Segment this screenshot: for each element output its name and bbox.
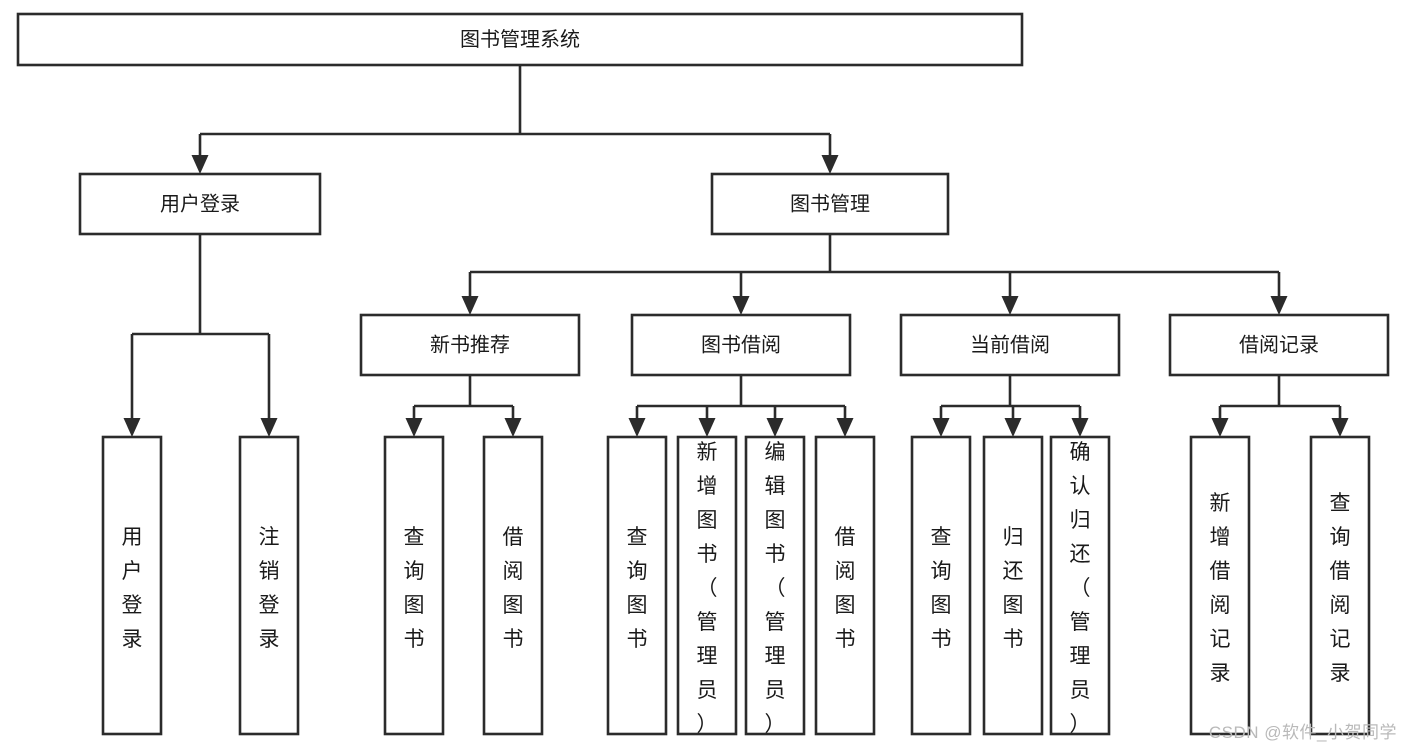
node-current-borrow-label: 当前借阅 <box>970 333 1050 356</box>
node-current-borrow-rect[interactable] <box>899 313 1121 377</box>
node-leaf-rec-add-label: 新增借阅记录 <box>1210 492 1231 685</box>
node-book-manage-label: 图书管理 <box>790 192 870 215</box>
node-new-book-rec[interactable]: 新书推荐 <box>359 313 581 377</box>
link-borrow-record-leaf-rec-add-arrowhead <box>1211 418 1229 437</box>
link-current-borrow-leaf-cur-query-arrowhead <box>932 418 950 437</box>
link-book-borrow-leaf-borrow-do-arrowhead <box>836 418 854 437</box>
node-leaf-rec-query-label: 查询图书 <box>404 526 425 651</box>
link-book-manage-book-borrow-arrowhead <box>732 296 750 315</box>
link-book-manage-current-borrow-arrowhead <box>1001 296 1019 315</box>
node-leaf-borrow-do[interactable]: 借阅图书 <box>814 435 876 736</box>
node-leaf-rec-query[interactable]: 查询图书 <box>383 435 445 736</box>
node-leaf-cur-confirm-label: 确认归还（管理员） <box>1070 441 1091 736</box>
node-root-rect[interactable] <box>16 12 1024 67</box>
node-current-borrow[interactable]: 当前借阅 <box>899 313 1121 377</box>
node-leaf-borrow-edit[interactable]: 编辑图书（管理员） <box>744 435 806 736</box>
node-user-login-label: 用户登录 <box>160 192 240 215</box>
node-leaf-cur-return-rect[interactable] <box>982 435 1044 736</box>
node-leaf-borrow-add-rect[interactable] <box>676 435 738 736</box>
node-user-login[interactable]: 用户登录 <box>78 172 322 236</box>
node-leaf-cur-confirm-rect[interactable] <box>1049 435 1111 736</box>
link-user-login-leaf-user-logout-arrowhead <box>260 418 278 437</box>
link-book-borrow-leaf-borrow-add-arrowhead <box>698 418 716 437</box>
node-leaf-cur-query-rect[interactable] <box>910 435 972 736</box>
node-leaf-cur-return[interactable]: 归还图书 <box>982 435 1044 736</box>
node-leaf-borrow-edit-label: 编辑图书（管理员） <box>765 441 786 736</box>
node-leaf-rec-query-rect[interactable] <box>383 435 445 736</box>
watermark-text: CSDN @软件_小贺同学 <box>1208 723 1397 742</box>
node-leaf-cur-query[interactable]: 查询图书 <box>910 435 972 736</box>
node-leaf-rec-query2-rect[interactable] <box>1309 435 1371 736</box>
node-borrow-record[interactable]: 借阅记录 <box>1168 313 1390 377</box>
node-leaf-borrow-do-rect[interactable] <box>814 435 876 736</box>
link-user-login-leaf-user-login-arrowhead <box>123 418 141 437</box>
node-new-book-rec-label: 新书推荐 <box>430 333 510 356</box>
node-leaf-borrow-edit-rect[interactable] <box>744 435 806 736</box>
node-new-book-rec-rect[interactable] <box>359 313 581 377</box>
link-book-borrow-leaf-borrow-query-arrowhead <box>628 418 646 437</box>
node-book-manage[interactable]: 图书管理 <box>710 172 950 236</box>
node-book-manage-rect[interactable] <box>710 172 950 236</box>
connector-layer <box>123 65 1349 437</box>
node-leaf-user-login-rect[interactable] <box>101 435 163 736</box>
node-leaf-borrow-query-rect[interactable] <box>606 435 668 736</box>
node-book-borrow-label: 图书借阅 <box>701 333 781 356</box>
node-borrow-record-rect[interactable] <box>1168 313 1390 377</box>
node-leaf-cur-query-label: 查询图书 <box>931 526 952 651</box>
node-leaf-cur-return-label: 归还图书 <box>1003 526 1024 651</box>
node-leaf-rec-add-rect[interactable] <box>1189 435 1251 736</box>
node-leaf-borrow-query[interactable]: 查询图书 <box>606 435 668 736</box>
node-leaf-cur-confirm[interactable]: 确认归还（管理员） <box>1049 435 1111 736</box>
link-book-borrow-leaf-borrow-edit-arrowhead <box>766 418 784 437</box>
node-leaf-user-logout-rect[interactable] <box>238 435 300 736</box>
node-root-label: 图书管理系统 <box>460 28 580 51</box>
link-current-borrow-leaf-cur-confirm-arrowhead <box>1071 418 1089 437</box>
link-current-borrow-leaf-cur-return-arrowhead <box>1004 418 1022 437</box>
node-borrow-record-label: 借阅记录 <box>1239 333 1319 356</box>
node-leaf-borrow-query-label: 查询图书 <box>627 526 648 651</box>
link-new-book-rec-leaf-rec-borrow-arrowhead <box>504 418 522 437</box>
link-book-manage-new-book-rec-arrowhead <box>461 296 479 315</box>
node-book-borrow-rect[interactable] <box>630 313 852 377</box>
node-root[interactable]: 图书管理系统 <box>16 12 1024 67</box>
node-leaf-rec-query2[interactable]: 查询借阅记录 <box>1309 435 1371 736</box>
node-leaf-borrow-add-label: 新增图书（管理员） <box>697 441 718 736</box>
link-book-manage-borrow-record-arrowhead <box>1270 296 1288 315</box>
link-borrow-record-leaf-rec-query2-arrowhead <box>1331 418 1349 437</box>
node-leaf-user-login-label: 用户登录 <box>122 526 143 651</box>
node-leaf-rec-borrow-rect[interactable] <box>482 435 544 736</box>
node-leaf-user-login[interactable]: 用户登录 <box>101 435 163 736</box>
node-leaf-borrow-add[interactable]: 新增图书（管理员） <box>676 435 738 736</box>
node-layer: 图书管理系统用户登录图书管理新书推荐图书借阅当前借阅借阅记录用户登录注销登录查询… <box>16 12 1390 736</box>
node-book-borrow[interactable]: 图书借阅 <box>630 313 852 377</box>
link-root-book-manage-arrowhead <box>821 155 839 174</box>
node-user-login-rect[interactable] <box>78 172 322 236</box>
node-leaf-rec-add[interactable]: 新增借阅记录 <box>1189 435 1251 736</box>
link-root-user-login-arrowhead <box>191 155 209 174</box>
link-new-book-rec-leaf-rec-query-arrowhead <box>405 418 423 437</box>
node-leaf-user-logout-label: 注销登录 <box>259 526 280 651</box>
node-leaf-rec-borrow[interactable]: 借阅图书 <box>482 435 544 736</box>
node-leaf-user-logout[interactable]: 注销登录 <box>238 435 300 736</box>
node-leaf-rec-borrow-label: 借阅图书 <box>503 526 524 651</box>
node-leaf-borrow-do-label: 借阅图书 <box>835 526 856 651</box>
node-leaf-rec-query2-label: 查询借阅记录 <box>1330 492 1351 685</box>
